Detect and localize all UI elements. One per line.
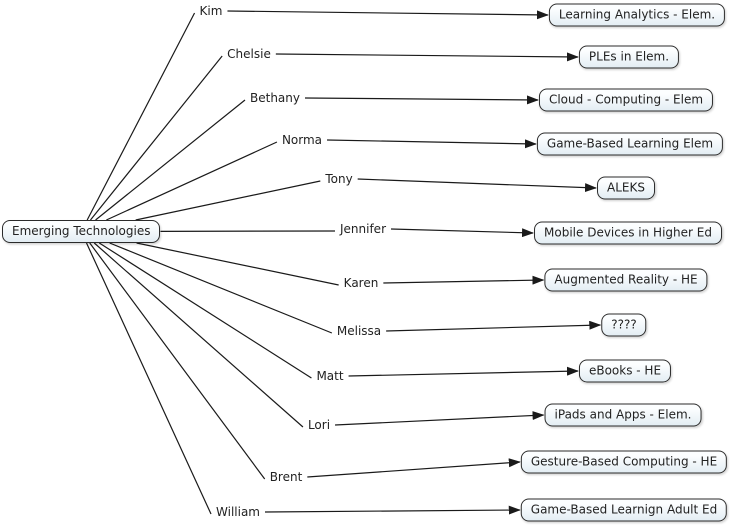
topic-node-ples-in-elem[interactable]: PLEs in Elem. (578, 45, 680, 69)
topic-node-unknown[interactable]: ???? (601, 313, 647, 337)
connector-melissa-to-topic (386, 320, 602, 332)
connector-root-to-melissa (109, 242, 333, 334)
person-label-matt[interactable]: Matt (316, 369, 344, 383)
topic-node-augmented-reality-he[interactable]: Augmented Reality - HE (544, 268, 708, 292)
person-label-bethany[interactable]: Bethany (250, 91, 300, 105)
root-node-emerging-technologies[interactable]: Emerging Technologies (2, 220, 161, 243)
topic-node-aleks[interactable]: ALEKS (597, 176, 655, 200)
connector-root-to-chelsie (89, 55, 223, 221)
topic-node-gesture-based-computing-he[interactable]: Gesture-Based Computing - HE (520, 450, 728, 474)
connector-kim-to-topic (227, 10, 549, 20)
connector-chelsie-to-topic (275, 52, 579, 62)
topic-node-learning-analytics-elem[interactable]: Learning Analytics - Elem. (548, 3, 726, 27)
connector-jennifer-to-topic (390, 228, 535, 238)
person-label-tony[interactable]: Tony (325, 172, 353, 186)
person-label-karen[interactable]: Karen (343, 276, 379, 290)
connector-root-to-william (85, 242, 212, 515)
connector-brent-to-topic (307, 458, 521, 478)
person-label-kim[interactable]: Kim (199, 4, 223, 18)
person-label-william[interactable]: William (216, 505, 260, 519)
connector-root-to-kim (86, 12, 196, 221)
connector-matt-to-topic (348, 366, 579, 377)
topic-node-game-based-learnign-adult-ed[interactable]: Game-Based Learnign Adult Ed (520, 498, 728, 522)
connector-william-to-topic (264, 505, 521, 515)
person-label-brent[interactable]: Brent (269, 470, 303, 484)
connector-norma-to-topic (327, 139, 537, 149)
connector-bethany-to-topic (304, 95, 539, 105)
topic-node-mobile-devices-in-higher-ed[interactable]: Mobile Devices in Higher Ed (534, 221, 722, 245)
connector-tony-to-topic (357, 178, 598, 193)
topic-node-game-based-learning-elem[interactable]: Game-Based Learning Elem (536, 132, 724, 156)
connector-lori-to-topic (335, 411, 545, 426)
person-label-melissa[interactable]: Melissa (336, 324, 382, 338)
topic-node-cloud-computing-elem[interactable]: Cloud - Computing - Elem (538, 88, 714, 112)
connector-root-to-bethany (95, 99, 246, 221)
connector-root-to-matt (98, 242, 312, 379)
connector-root-to-tony (135, 180, 321, 221)
topic-node-ipads-and-apps-elem[interactable]: iPads and Apps - Elem. (544, 403, 702, 427)
connector-root-to-brent (89, 242, 266, 480)
connector-karen-to-topic (383, 275, 545, 285)
connector-root-to-norma (106, 141, 278, 221)
person-label-lori[interactable]: Lori (307, 418, 331, 432)
person-label-norma[interactable]: Norma (281, 133, 323, 147)
connector-root-to-karen (136, 242, 339, 286)
topic-node-ebooks-he[interactable]: eBooks - HE (578, 359, 672, 383)
person-label-chelsie[interactable]: Chelsie (227, 47, 271, 61)
connector-root-to-lori (93, 242, 304, 428)
person-label-jennifer[interactable]: Jennifer (339, 222, 387, 236)
